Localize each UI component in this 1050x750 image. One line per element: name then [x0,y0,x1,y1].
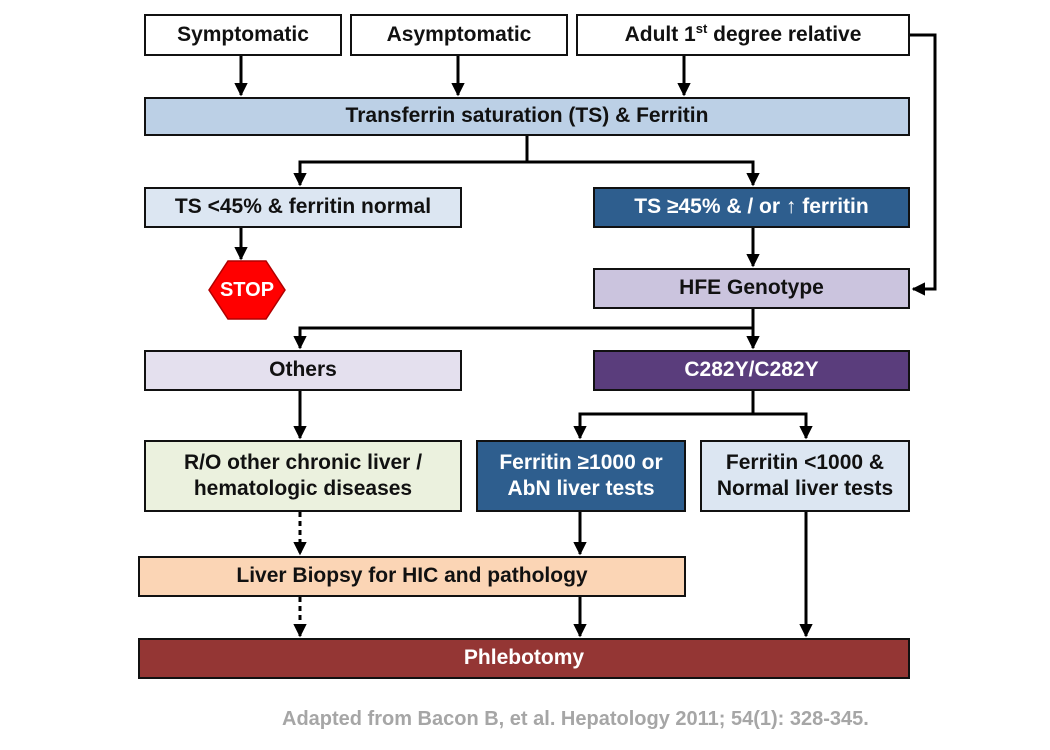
citation-text: Adapted from Bacon B, et al. Hepatology … [282,708,869,730]
ts-normal-box: TS <45% & ferritin normal [144,187,462,228]
arrow-to-low-ferritin [753,412,813,440]
c282y-box: C282Y/C282Y [593,350,910,391]
low-ferritin-line2: Normal liver tests [716,477,894,500]
asymptomatic-label: Asymptomatic [386,22,532,46]
liver-biopsy-label: Liver Biopsy for HIC and pathology [236,564,588,588]
phlebotomy-box: Phlebotomy [138,638,910,679]
symptomatic-label: Symptomatic [177,22,309,46]
high-ferritin-line2: AbN liver tests [507,477,655,500]
stop-sign: STOP [208,260,286,320]
high-ferritin-box: Ferritin ≥1000 or AbN liver tests [476,440,686,512]
arrow-ts-normal [293,160,527,187]
c282y-label: C282Y/C282Y [684,358,819,382]
others-label: Others [269,358,337,382]
arrow-to-high-ferritin [573,412,753,440]
hfe-genotype-box: HFE Genotype [593,268,910,309]
relative-box: Adult 1st degree relative [576,14,910,56]
ts-ferritin-box: Transferrin saturation (TS) & Ferritin [144,97,910,136]
ts-elevated-label: TS ≥45% & / or ↑ ferritin [634,195,869,219]
rule-out-line1: R/O other chronic liver / [183,450,423,474]
ts-elevated-box: TS ≥45% & / or ↑ ferritin [593,187,910,228]
low-ferritin-line1: Ferritin <1000 & [725,450,885,474]
relative-label: Adult 1st degree relative [624,21,862,47]
rule-out-box: R/O other chronic liver / hematologic di… [144,440,462,512]
rule-out-line2: hematologic diseases [193,477,413,500]
ts-normal-label: TS <45% & ferritin normal [174,195,432,219]
ts-ferritin-label: Transferrin saturation (TS) & Ferritin [345,104,709,128]
others-box: Others [144,350,462,391]
phlebotomy-label: Phlebotomy [463,646,585,670]
symptomatic-box: Symptomatic [144,14,342,56]
stop-label: STOP [219,278,275,301]
hfe-genotype-label: HFE Genotype [679,276,824,300]
high-ferritin-line1: Ferritin ≥1000 or [499,450,663,474]
arrow-ts-elevated [527,160,760,187]
liver-biopsy-box: Liver Biopsy for HIC and pathology [138,556,686,597]
asymptomatic-box: Asymptomatic [350,14,568,56]
low-ferritin-box: Ferritin <1000 & Normal liver tests [700,440,910,512]
arrow-to-others [293,326,753,350]
arrow-relative-to-hfe [910,33,937,296]
